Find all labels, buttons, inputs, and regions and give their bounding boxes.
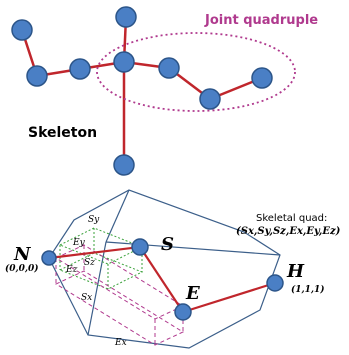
node-n <box>41 250 57 266</box>
cube-edge <box>87 241 107 336</box>
axis-ex: Ex <box>114 338 127 348</box>
joint-node <box>115 6 137 28</box>
joint-node <box>11 19 33 41</box>
quad-caption-line2: (Sx,Sy,Sz,Ex,Ey,Ez) <box>236 226 341 237</box>
coord-h: (1,1,1) <box>291 284 325 295</box>
skeletal-quad-figure: Skeletal quad: (Sx,Sy,Sz,Ex,Ey,Ez) N (0,… <box>5 189 341 349</box>
axis-sx: Sx <box>81 293 92 303</box>
joint-quadruple-title: Joint quadruple <box>204 13 318 28</box>
joint-node <box>113 154 135 176</box>
quad-bone <box>139 246 184 313</box>
label-h: H <box>286 261 305 282</box>
joint-node <box>158 57 180 79</box>
joint-node <box>26 65 48 87</box>
skeleton-figure: Joint quadruple Skeleton <box>11 6 318 176</box>
node-s <box>131 238 149 256</box>
joint-node <box>69 58 91 80</box>
cube-edge <box>105 189 130 243</box>
axis-sz: Sz <box>84 258 95 268</box>
joint-node <box>251 67 273 89</box>
quad-caption-line1: Skeletal quad: <box>256 213 327 224</box>
quad-bone <box>182 281 276 314</box>
e-cube <box>54 270 185 346</box>
axis-sy: Sy <box>88 215 100 225</box>
skeleton-label: Skeleton <box>28 125 97 141</box>
axis-ey: Ey <box>72 238 86 248</box>
joint-quadruple-ellipse <box>96 32 296 112</box>
axis-ez: Ez <box>65 265 78 275</box>
node-h <box>266 274 284 292</box>
coord-n: (0,0,0) <box>5 263 39 274</box>
label-n: N <box>13 244 32 265</box>
node-e <box>174 303 192 321</box>
label-e: E <box>185 283 200 304</box>
label-s: S <box>161 234 174 255</box>
quad-bone <box>48 245 141 260</box>
joint-node <box>113 51 135 73</box>
joint-node <box>199 88 221 110</box>
